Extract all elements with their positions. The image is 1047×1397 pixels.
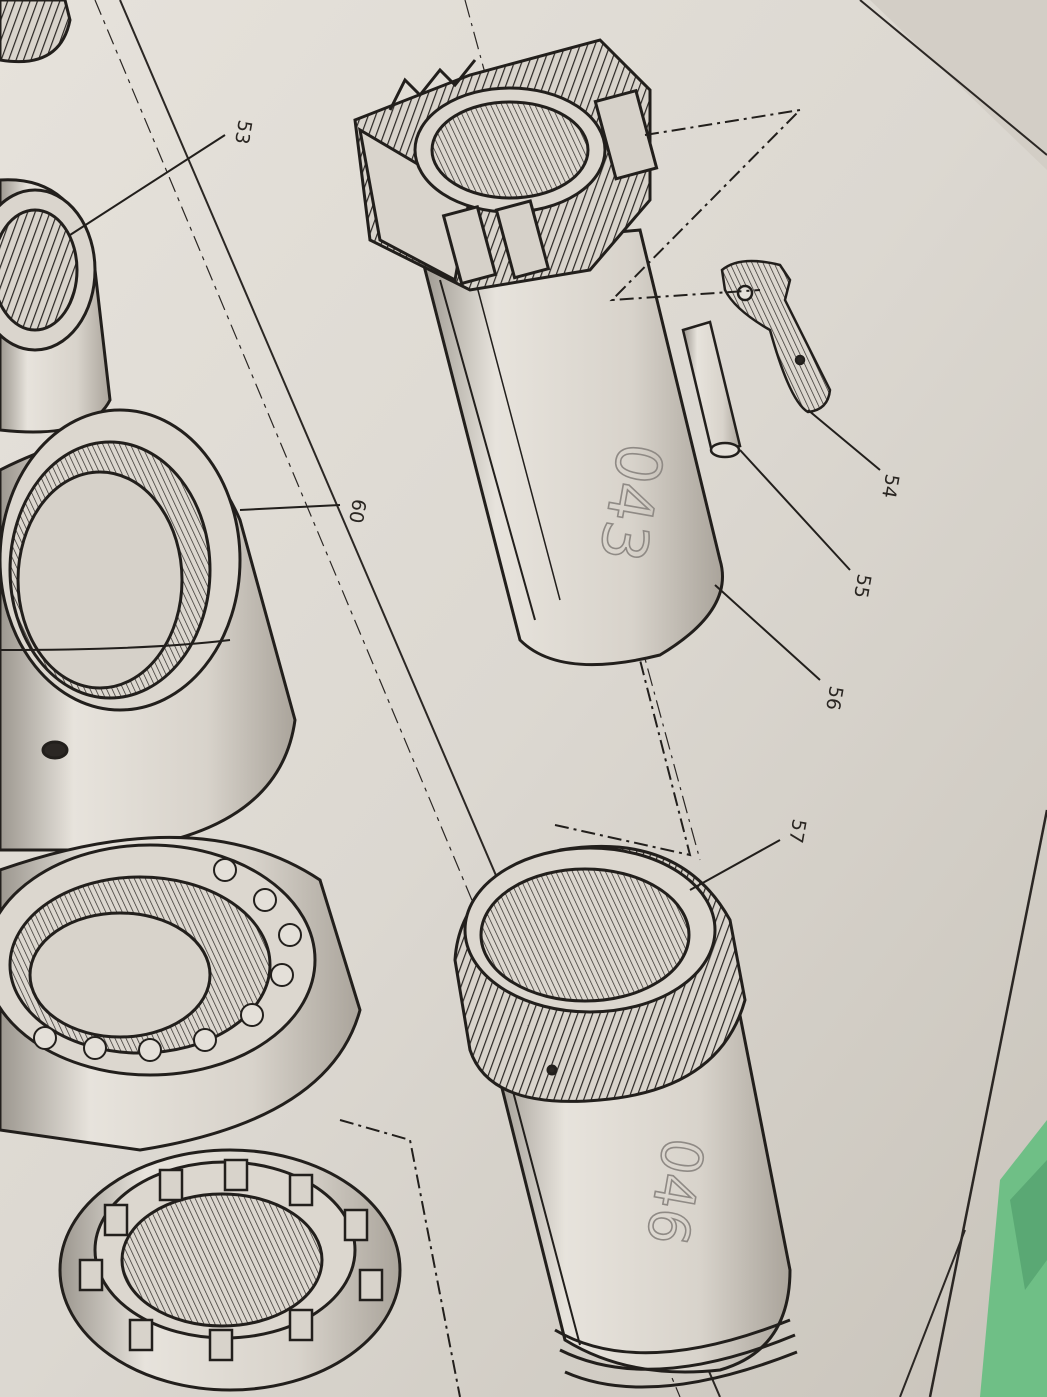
- callout-53: 53: [230, 118, 256, 146]
- part-ring-53: [0, 0, 112, 434]
- callout-60: 60: [344, 497, 370, 525]
- part-latch-54: [720, 259, 832, 414]
- callout-55: 55: [849, 572, 875, 600]
- part-bushing-57: [453, 844, 798, 1389]
- part-castle-nut: [58, 1119, 461, 1397]
- part-bearing: [0, 835, 362, 1152]
- callout-54: 54: [877, 472, 903, 500]
- leader-lines: [69, 108, 881, 891]
- part-sleeve-56: [353, 38, 724, 667]
- callout-57: 57: [784, 817, 810, 845]
- part-pin-55: [681, 320, 742, 459]
- part-ring-60: [0, 408, 297, 852]
- callout-56: 56: [821, 684, 847, 712]
